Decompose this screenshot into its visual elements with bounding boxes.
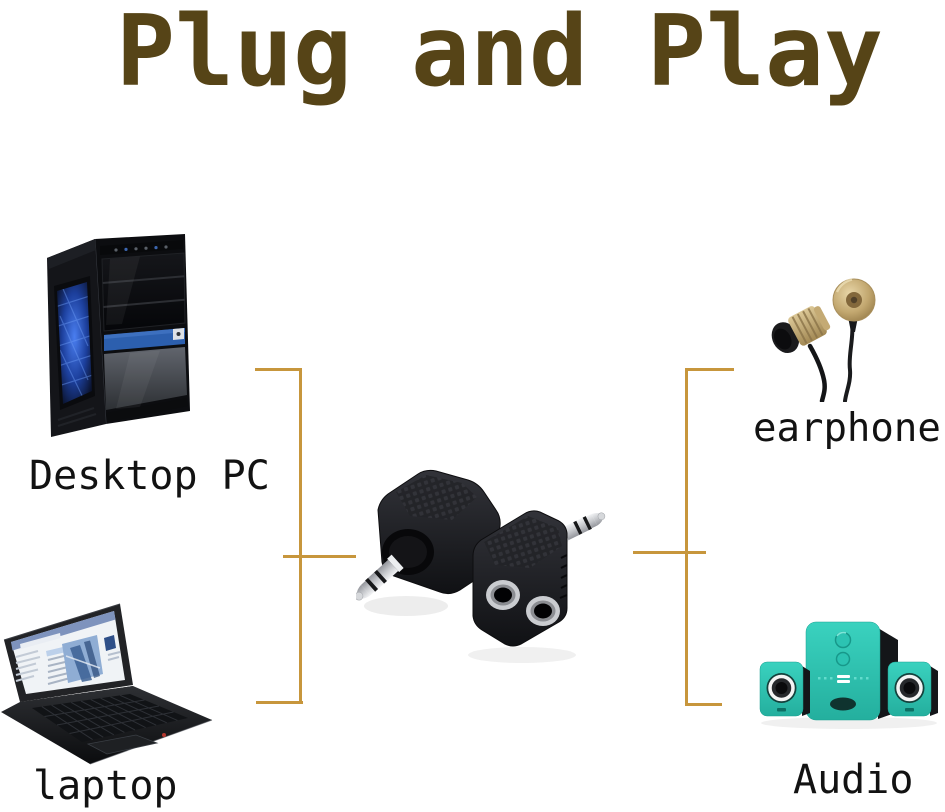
jack-port-1 <box>486 580 520 610</box>
pc-side-panel <box>47 239 106 437</box>
laptop-touchpad <box>86 734 159 755</box>
pc-front-panel <box>94 234 190 425</box>
right-bracket-top-stub <box>685 368 734 371</box>
satellite-speaker-right <box>887 661 938 717</box>
audio-speakers-image <box>759 621 938 729</box>
right-bracket-bottom-stub <box>685 703 722 706</box>
metal-plug-left <box>356 554 404 601</box>
laptop-label: laptop <box>33 763 178 809</box>
pc-side-window <box>57 282 92 404</box>
left-bracket-vertical-line <box>299 368 302 704</box>
page-title: Plug and Play <box>116 0 884 109</box>
left-bracket-middle-stub <box>283 555 356 558</box>
right-bracket-vertical-line <box>685 368 688 706</box>
earbud-right <box>832 278 876 332</box>
earphone-label: earphone <box>753 406 941 451</box>
splitter-adapter-right <box>472 510 606 647</box>
audio-label: Audio <box>793 757 914 803</box>
left-bracket-top-stub <box>255 368 302 371</box>
satellite-speaker-left <box>759 661 810 717</box>
subwoofer <box>805 621 898 721</box>
right-bracket-middle-stub <box>633 551 706 554</box>
jack-port-2 <box>526 596 560 626</box>
laptop-base <box>1 686 213 765</box>
earbud-left <box>771 306 831 354</box>
left-bracket-bottom-stub <box>256 701 303 704</box>
desktop-pc-label: Desktop PC <box>29 453 270 499</box>
laptop-keyboard <box>32 694 188 742</box>
headphone-splitter-adapters-image <box>356 469 606 663</box>
laptop-screen <box>3 603 133 702</box>
desktop-pc-image <box>47 234 190 437</box>
laptop-image <box>1 603 213 765</box>
splitter-adapter-left <box>356 469 501 601</box>
tone-knob <box>835 651 851 667</box>
earphone-image <box>771 278 876 402</box>
